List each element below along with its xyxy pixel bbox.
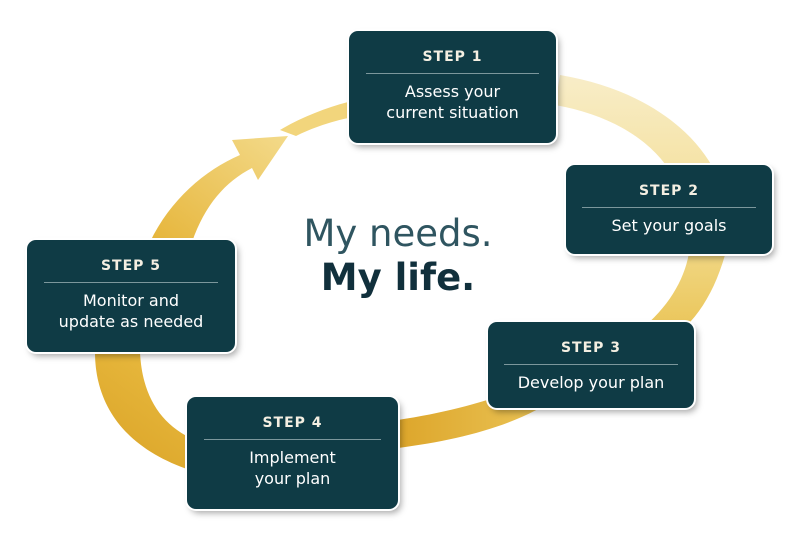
step-2-text: Set your goals	[611, 216, 727, 235]
step-1-title: STEP 1	[422, 49, 483, 65]
step-4-text: Implement your plan	[249, 448, 336, 488]
step-3-title: STEP 3	[560, 340, 622, 356]
step-4-divider	[203, 439, 382, 440]
step-5-divider	[43, 282, 219, 283]
arrow-segment-upper-left	[150, 136, 288, 242]
arrow-head-top	[280, 102, 348, 136]
slogan-line-1: My needs.	[303, 212, 493, 255]
step-1-divider	[365, 73, 540, 74]
step-5-box: STEP 5 Monitor and update as needed	[27, 240, 235, 352]
step-2-divider	[582, 207, 756, 208]
step-1-text: Assess your current situation	[386, 82, 519, 122]
step-3-text: Develop your plan	[517, 373, 665, 392]
step-5-title: STEP 5	[100, 258, 162, 274]
arrow-segment-lower-left	[95, 352, 195, 470]
step-4-box: STEP 4 Implement your plan	[187, 397, 398, 509]
step-3-divider	[504, 364, 678, 365]
step-2-title: STEP 2	[638, 183, 700, 199]
slogan-line-2: My life.	[320, 256, 476, 299]
step-1-box: STEP 1 Assess your current situation	[349, 31, 556, 143]
step-3-box: STEP 3 Develop your plan	[488, 322, 694, 408]
step-5-text: Monitor and update as needed	[58, 291, 204, 331]
step-2-box: STEP 2 Set your goals	[566, 165, 772, 254]
step-4-title: STEP 4	[262, 415, 323, 431]
arrow-segment-right	[555, 75, 729, 345]
center-slogan: My needs. My life.	[268, 212, 528, 300]
